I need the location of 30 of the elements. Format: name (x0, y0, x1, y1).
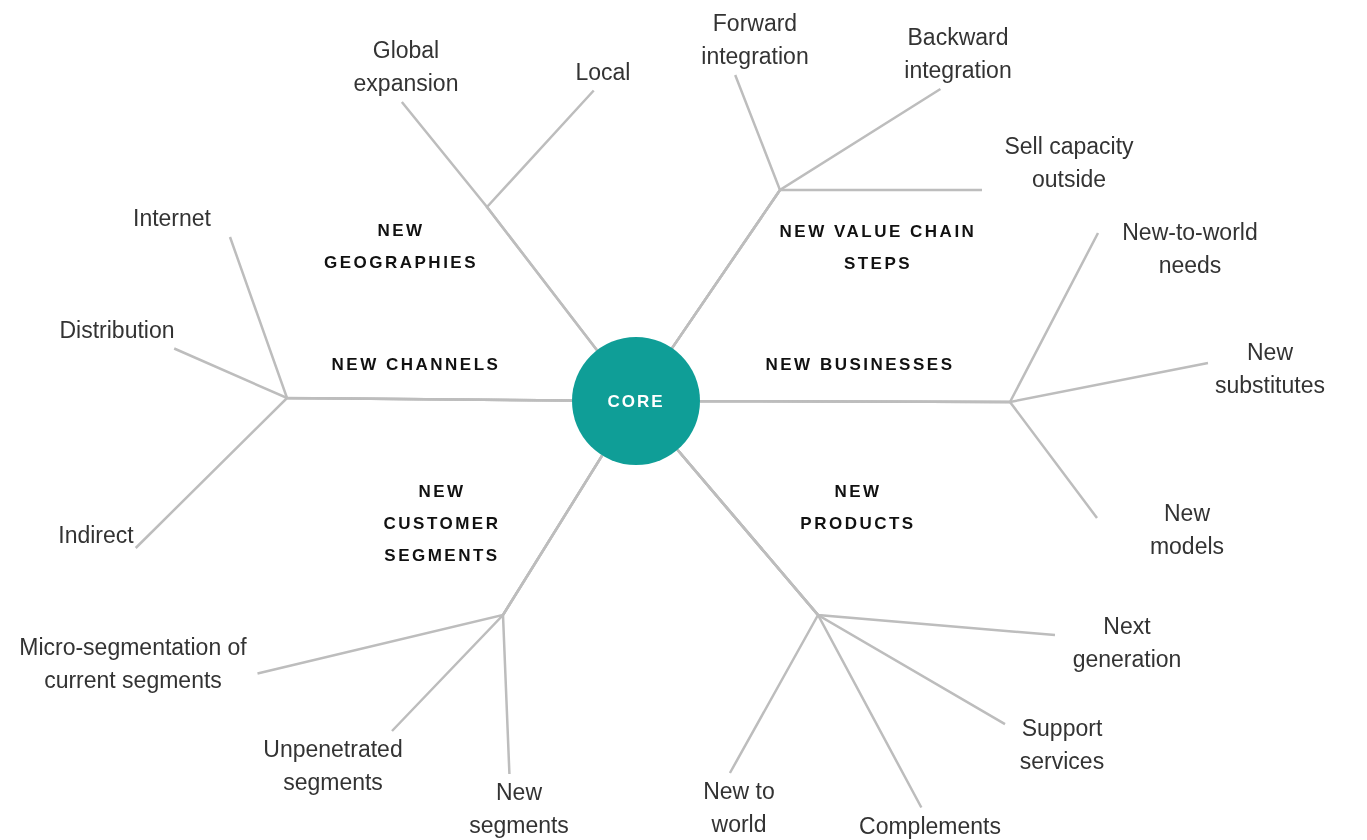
branch-label: Micro-segmentation of current segments (18, 633, 248, 695)
branch-label: Complements (859, 811, 1001, 840)
branch-label: Global expansion (352, 36, 460, 98)
core-circle: CORE (572, 337, 700, 465)
branch-label: New to world (702, 777, 776, 839)
branch-label: Sell capacity outside (1003, 132, 1135, 194)
branch-line (700, 399, 1098, 519)
branch-label: New substitutes (1214, 338, 1326, 400)
branch-label: Forward integration (700, 9, 810, 71)
branch-label: Next generation (1071, 612, 1183, 674)
branch-label: Distribution (59, 315, 175, 345)
category-label: NEW VALUE CHAIN STEPS (778, 221, 978, 275)
category-label: NEW PRODUCTS (799, 481, 917, 535)
branch-label: Local (575, 57, 631, 87)
category-label: NEW CHANNELS (330, 354, 502, 376)
branch-label: Support services (1018, 714, 1106, 776)
branch-label: Backward integration (903, 23, 1013, 85)
branch-label: Internet (133, 203, 211, 233)
branch-label: New-to-world needs (1121, 218, 1259, 280)
branch-line (501, 454, 604, 775)
branch-label: New models (1148, 499, 1226, 561)
branch-line (671, 188, 982, 349)
branch-label: Unpenetrated segments (262, 735, 404, 797)
branch-line (485, 89, 598, 351)
branch-line (134, 396, 572, 549)
branch-label: New segments (468, 778, 570, 840)
branch-label: Indirect (58, 520, 134, 550)
category-label: NEW BUSINESSES (764, 354, 956, 376)
category-label: NEW GEOGRAPHIES (322, 220, 480, 274)
category-label: NEW CUSTOMER SEGMENTS (382, 481, 502, 567)
